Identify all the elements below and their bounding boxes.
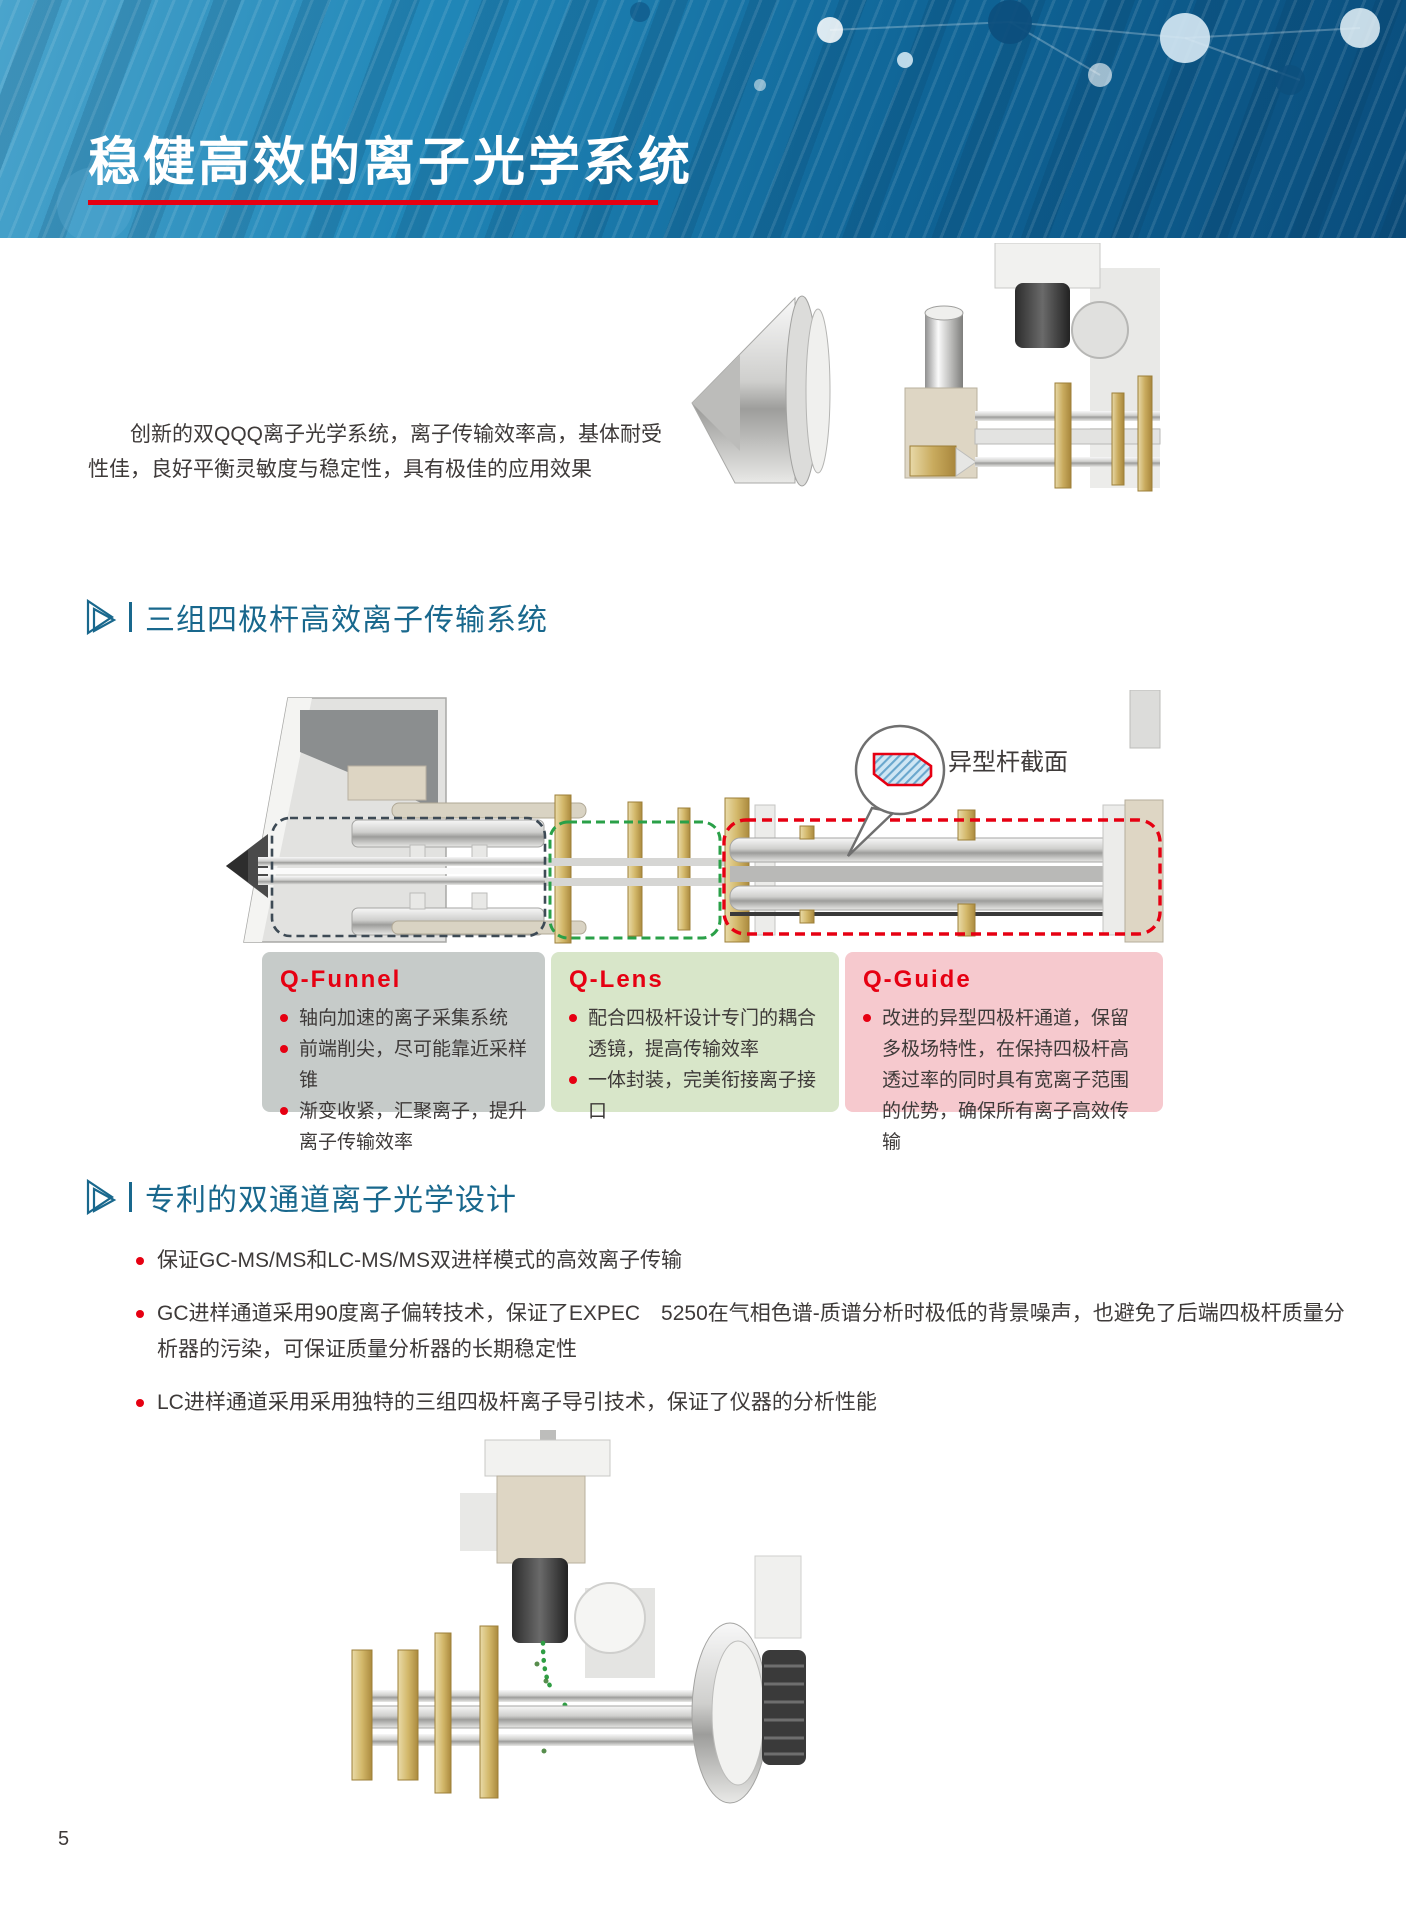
section1-title: 三组四极杆高效离子传输系统 bbox=[145, 604, 548, 637]
q-funnel-title: Q-Funnel bbox=[280, 966, 402, 993]
quadrupole-diagram-graphic bbox=[226, 689, 1164, 944]
intro-paragraph: 创新的双QQQ离子光学系统，离子传输效率高，基体耐受性佳，良好平衡灵敏度与稳定性… bbox=[88, 423, 663, 481]
header-divider bbox=[129, 1182, 132, 1212]
bullet-dot-icon bbox=[280, 1107, 288, 1115]
list-item: GC进样通道采用90度离子偏转技术，保证了EXPEC 5250在气相色谱-质谱分… bbox=[136, 1296, 1356, 1368]
bullet-dot-icon bbox=[136, 1257, 144, 1265]
list-item: 保证GC-MS/MS和LC-MS/MS双进样模式的高效离子传输 bbox=[136, 1243, 1356, 1279]
list-item: LC进样通道采用采用独特的三组四极杆离子导引技术，保证了仪器的分析性能 bbox=[136, 1385, 1356, 1421]
page-title: 稳健高效的离子光学系统 bbox=[88, 134, 694, 192]
callout-label: 异型杆截面 bbox=[948, 749, 1068, 776]
double-triangle-icon bbox=[86, 1179, 117, 1215]
bullet-dot-icon bbox=[136, 1399, 144, 1407]
ion-optics-render-top-graphic bbox=[691, 242, 1161, 492]
section2-bullet-list: 保证GC-MS/MS和LC-MS/MS双进样模式的高效离子传输 GC进样通道采用… bbox=[136, 1243, 1356, 1438]
list-item: 渐变收紧，汇聚离子，提升离子传输效率 bbox=[280, 1096, 529, 1158]
q-guide-title: Q-Guide bbox=[863, 966, 972, 993]
quadrupole-diagram: 异型杆截面 bbox=[200, 689, 1165, 952]
bullet-dot-icon bbox=[280, 1045, 288, 1053]
page-banner: 稳健高效的离子光学系统 bbox=[0, 0, 1406, 243]
feature-box-q-guide: Q-Guide 改进的异型四极杆通道，保留多极场特性，在保持四极杆高透过率的同时… bbox=[845, 952, 1163, 1153]
list-item: 轴向加速的离子采集系统 bbox=[280, 1003, 529, 1034]
section2-title: 专利的双通道离子光学设计 bbox=[145, 1184, 517, 1217]
bullet-dot-icon bbox=[569, 1014, 577, 1022]
section1-header: 三组四极杆高效离子传输系统 bbox=[86, 597, 548, 637]
bullet-dot-icon bbox=[863, 1014, 871, 1022]
list-item: 前端削尖，尽可能靠近采样锥 bbox=[280, 1034, 529, 1096]
list-item: 改进的异型四极杆通道，保留多极场特性，在保持四极杆高透过率的同时具有宽离子范围的… bbox=[863, 1003, 1147, 1158]
q-lens-title: Q-Lens bbox=[569, 966, 664, 993]
header-divider bbox=[129, 602, 132, 632]
bullet-dot-icon bbox=[280, 1014, 288, 1022]
ion-optics-render-bottom-graphic bbox=[351, 1430, 806, 1804]
list-item: 配合四极杆设计专门的耦合透镜，提高传输效率 bbox=[569, 1003, 823, 1065]
bullet-dot-icon bbox=[136, 1310, 144, 1318]
section2-header: 专利的双通道离子光学设计 bbox=[86, 1177, 517, 1217]
list-item: 一体封装，完美衔接离子接口 bbox=[569, 1065, 823, 1127]
page-number: 5 bbox=[58, 1828, 70, 1850]
molecule-decoration bbox=[57, 0, 1380, 243]
feature-box-q-funnel: Q-Funnel 轴向加速的离子采集系统 前端削尖，尽可能靠近采样锥 渐变收紧，… bbox=[262, 952, 545, 1153]
feature-box-q-lens: Q-Lens 配合四极杆设计专门的耦合透镜，提高传输效率 一体封装，完美衔接离子… bbox=[551, 952, 839, 1122]
double-triangle-icon bbox=[86, 599, 117, 635]
title-underline bbox=[88, 200, 658, 205]
ion-optics-render-bottom bbox=[340, 1428, 1000, 1813]
ion-optics-render-top bbox=[680, 242, 1165, 493]
bullet-dot-icon bbox=[569, 1076, 577, 1084]
